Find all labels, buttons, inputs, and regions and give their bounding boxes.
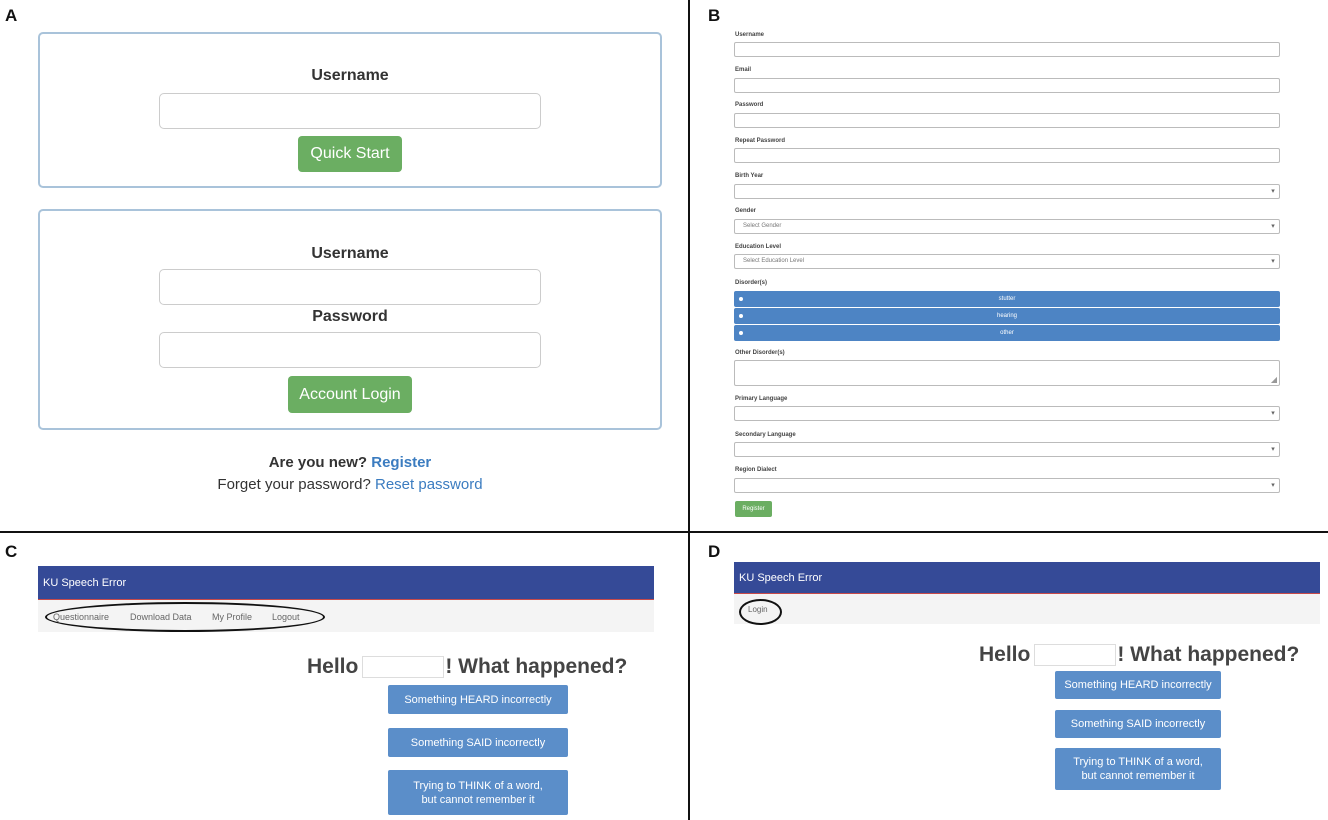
reg-primary-language-label: Primary Language	[735, 396, 788, 402]
quick-start-button[interactable]: Quick Start	[298, 136, 402, 172]
chevron-down-icon: ▾	[1271, 258, 1275, 265]
highlight-ellipse	[739, 599, 782, 625]
reg-secondary-language-label: Secondary Language	[735, 432, 796, 438]
reg-email-input[interactable]	[734, 78, 1280, 93]
checkbox-icon	[739, 314, 743, 318]
quick-start-username-label: Username	[311, 67, 389, 84]
panel-label-d: D	[708, 542, 721, 561]
username-placeholder-box	[362, 656, 445, 678]
reg-repeat-password-input[interactable]	[734, 148, 1280, 163]
login-username-input[interactable]	[159, 269, 541, 305]
chevron-down-icon: ▾	[1271, 482, 1275, 489]
greeting-heading: Hello ! What happened?	[307, 654, 627, 680]
said-incorrectly-button[interactable]: Something SAID incorrectly	[388, 728, 568, 757]
reg-education-label: Education Level	[735, 244, 782, 250]
gender-placeholder: Select Gender	[743, 223, 782, 229]
said-incorrectly-button[interactable]: Something SAID incorrectly	[1055, 710, 1221, 738]
panel-divider-vertical	[688, 0, 690, 820]
reg-username-label: Username	[735, 32, 765, 38]
quick-start-username-input[interactable]	[159, 93, 541, 129]
heard-incorrectly-button[interactable]: Something HEARD incorrectly	[1055, 671, 1221, 699]
greeting-heading: Hello ! What happened?	[979, 642, 1299, 668]
greeting-hello: Hello	[307, 655, 359, 678]
reg-other-disorders-label: Other Disorder(s)	[735, 350, 785, 356]
greeting-question: ! What happened?	[1117, 643, 1300, 666]
reg-password-label: Password	[735, 102, 764, 108]
forgot-password-prompt: Forget your password?	[217, 476, 371, 493]
reg-primary-language-select[interactable]: ▾	[734, 406, 1280, 421]
reg-birth-year-label: Birth Year	[735, 173, 764, 179]
register-prompt-line: Are you new? Register	[38, 454, 662, 471]
reg-region-dialect-label: Region Dialect	[735, 467, 777, 473]
app-navbar-c: KU Speech Error	[38, 566, 654, 600]
think-of-word-button[interactable]: Trying to THINK of a word, but cannot re…	[1055, 748, 1221, 790]
greeting-question: ! What happened?	[445, 655, 628, 678]
reg-gender-select[interactable]: Select Gender ▾	[734, 219, 1280, 234]
reg-email-label: Email	[735, 67, 752, 73]
reg-password-input[interactable]	[734, 113, 1280, 128]
app-navbar-d: KU Speech Error	[734, 562, 1320, 594]
greeting-hello: Hello	[979, 643, 1031, 666]
quick-start-box: Username Quick Start	[38, 32, 662, 188]
reg-repeat-password-label: Repeat Password	[735, 138, 786, 144]
reg-disorders-label: Disorder(s)	[735, 280, 768, 286]
highlight-ellipse	[45, 602, 325, 632]
think-button-line2: but cannot remember it	[421, 793, 535, 806]
reg-other-disorders-textarea[interactable]: ◢	[734, 360, 1280, 386]
think-button-line1: Trying to THINK of a word,	[413, 779, 543, 792]
disorder-option-label: hearing	[996, 313, 1017, 319]
think-button-line1: Trying to THINK of a word,	[1073, 756, 1203, 768]
chevron-down-icon: ▾	[1271, 410, 1275, 417]
checkbox-icon	[739, 331, 743, 335]
reg-education-select[interactable]: Select Education Level ▾	[734, 254, 1280, 269]
reg-birth-year-select[interactable]: ▾	[734, 184, 1280, 199]
reg-gender-label: Gender	[735, 208, 757, 214]
chevron-down-icon: ▾	[1271, 446, 1275, 453]
chevron-down-icon: ▾	[1271, 223, 1275, 230]
disorder-option-label: stutter	[998, 296, 1016, 302]
login-password-input[interactable]	[159, 332, 541, 368]
think-button-line2: but cannot remember it	[1081, 770, 1195, 782]
chevron-down-icon: ▾	[1271, 188, 1275, 195]
sub-navbar-d	[734, 594, 1320, 624]
panel-label-b: B	[708, 6, 721, 25]
reg-region-dialect-select[interactable]: ▾	[734, 478, 1280, 493]
reg-secondary-language-select[interactable]: ▾	[734, 442, 1280, 457]
checkbox-icon	[739, 297, 743, 301]
panel-label-a: A	[5, 6, 18, 25]
register-button[interactable]: Register	[735, 501, 772, 517]
account-login-button[interactable]: Account Login	[288, 376, 412, 413]
register-link[interactable]: Register	[371, 454, 432, 471]
login-password-label: Password	[312, 308, 388, 325]
login-username-label: Username	[311, 245, 389, 262]
reg-username-input[interactable]	[734, 42, 1280, 57]
app-title[interactable]: KU Speech Error	[739, 571, 823, 584]
account-login-box: Username Password Account Login	[38, 209, 662, 430]
resize-grip-icon[interactable]: ◢	[1270, 375, 1277, 384]
disorder-option-other[interactable]: other	[734, 325, 1280, 341]
reset-prompt-line: Forget your password? Reset password	[38, 476, 662, 493]
disorder-option-hearing[interactable]: hearing	[734, 308, 1280, 324]
think-of-word-button[interactable]: Trying to THINK of a word, but cannot re…	[388, 770, 568, 815]
heard-incorrectly-button[interactable]: Something HEARD incorrectly	[388, 685, 568, 714]
app-title[interactable]: KU Speech Error	[43, 576, 127, 589]
panel-divider-horizontal	[0, 531, 1328, 533]
disorder-option-stutter[interactable]: stutter	[734, 291, 1280, 307]
username-placeholder-box	[1034, 644, 1117, 666]
disorder-option-label: other	[1000, 330, 1014, 336]
education-placeholder: Select Education Level	[743, 258, 805, 264]
register-prompt: Are you new?	[268, 454, 368, 471]
reset-password-link[interactable]: Reset password	[375, 476, 483, 493]
panel-label-c: C	[5, 542, 18, 561]
